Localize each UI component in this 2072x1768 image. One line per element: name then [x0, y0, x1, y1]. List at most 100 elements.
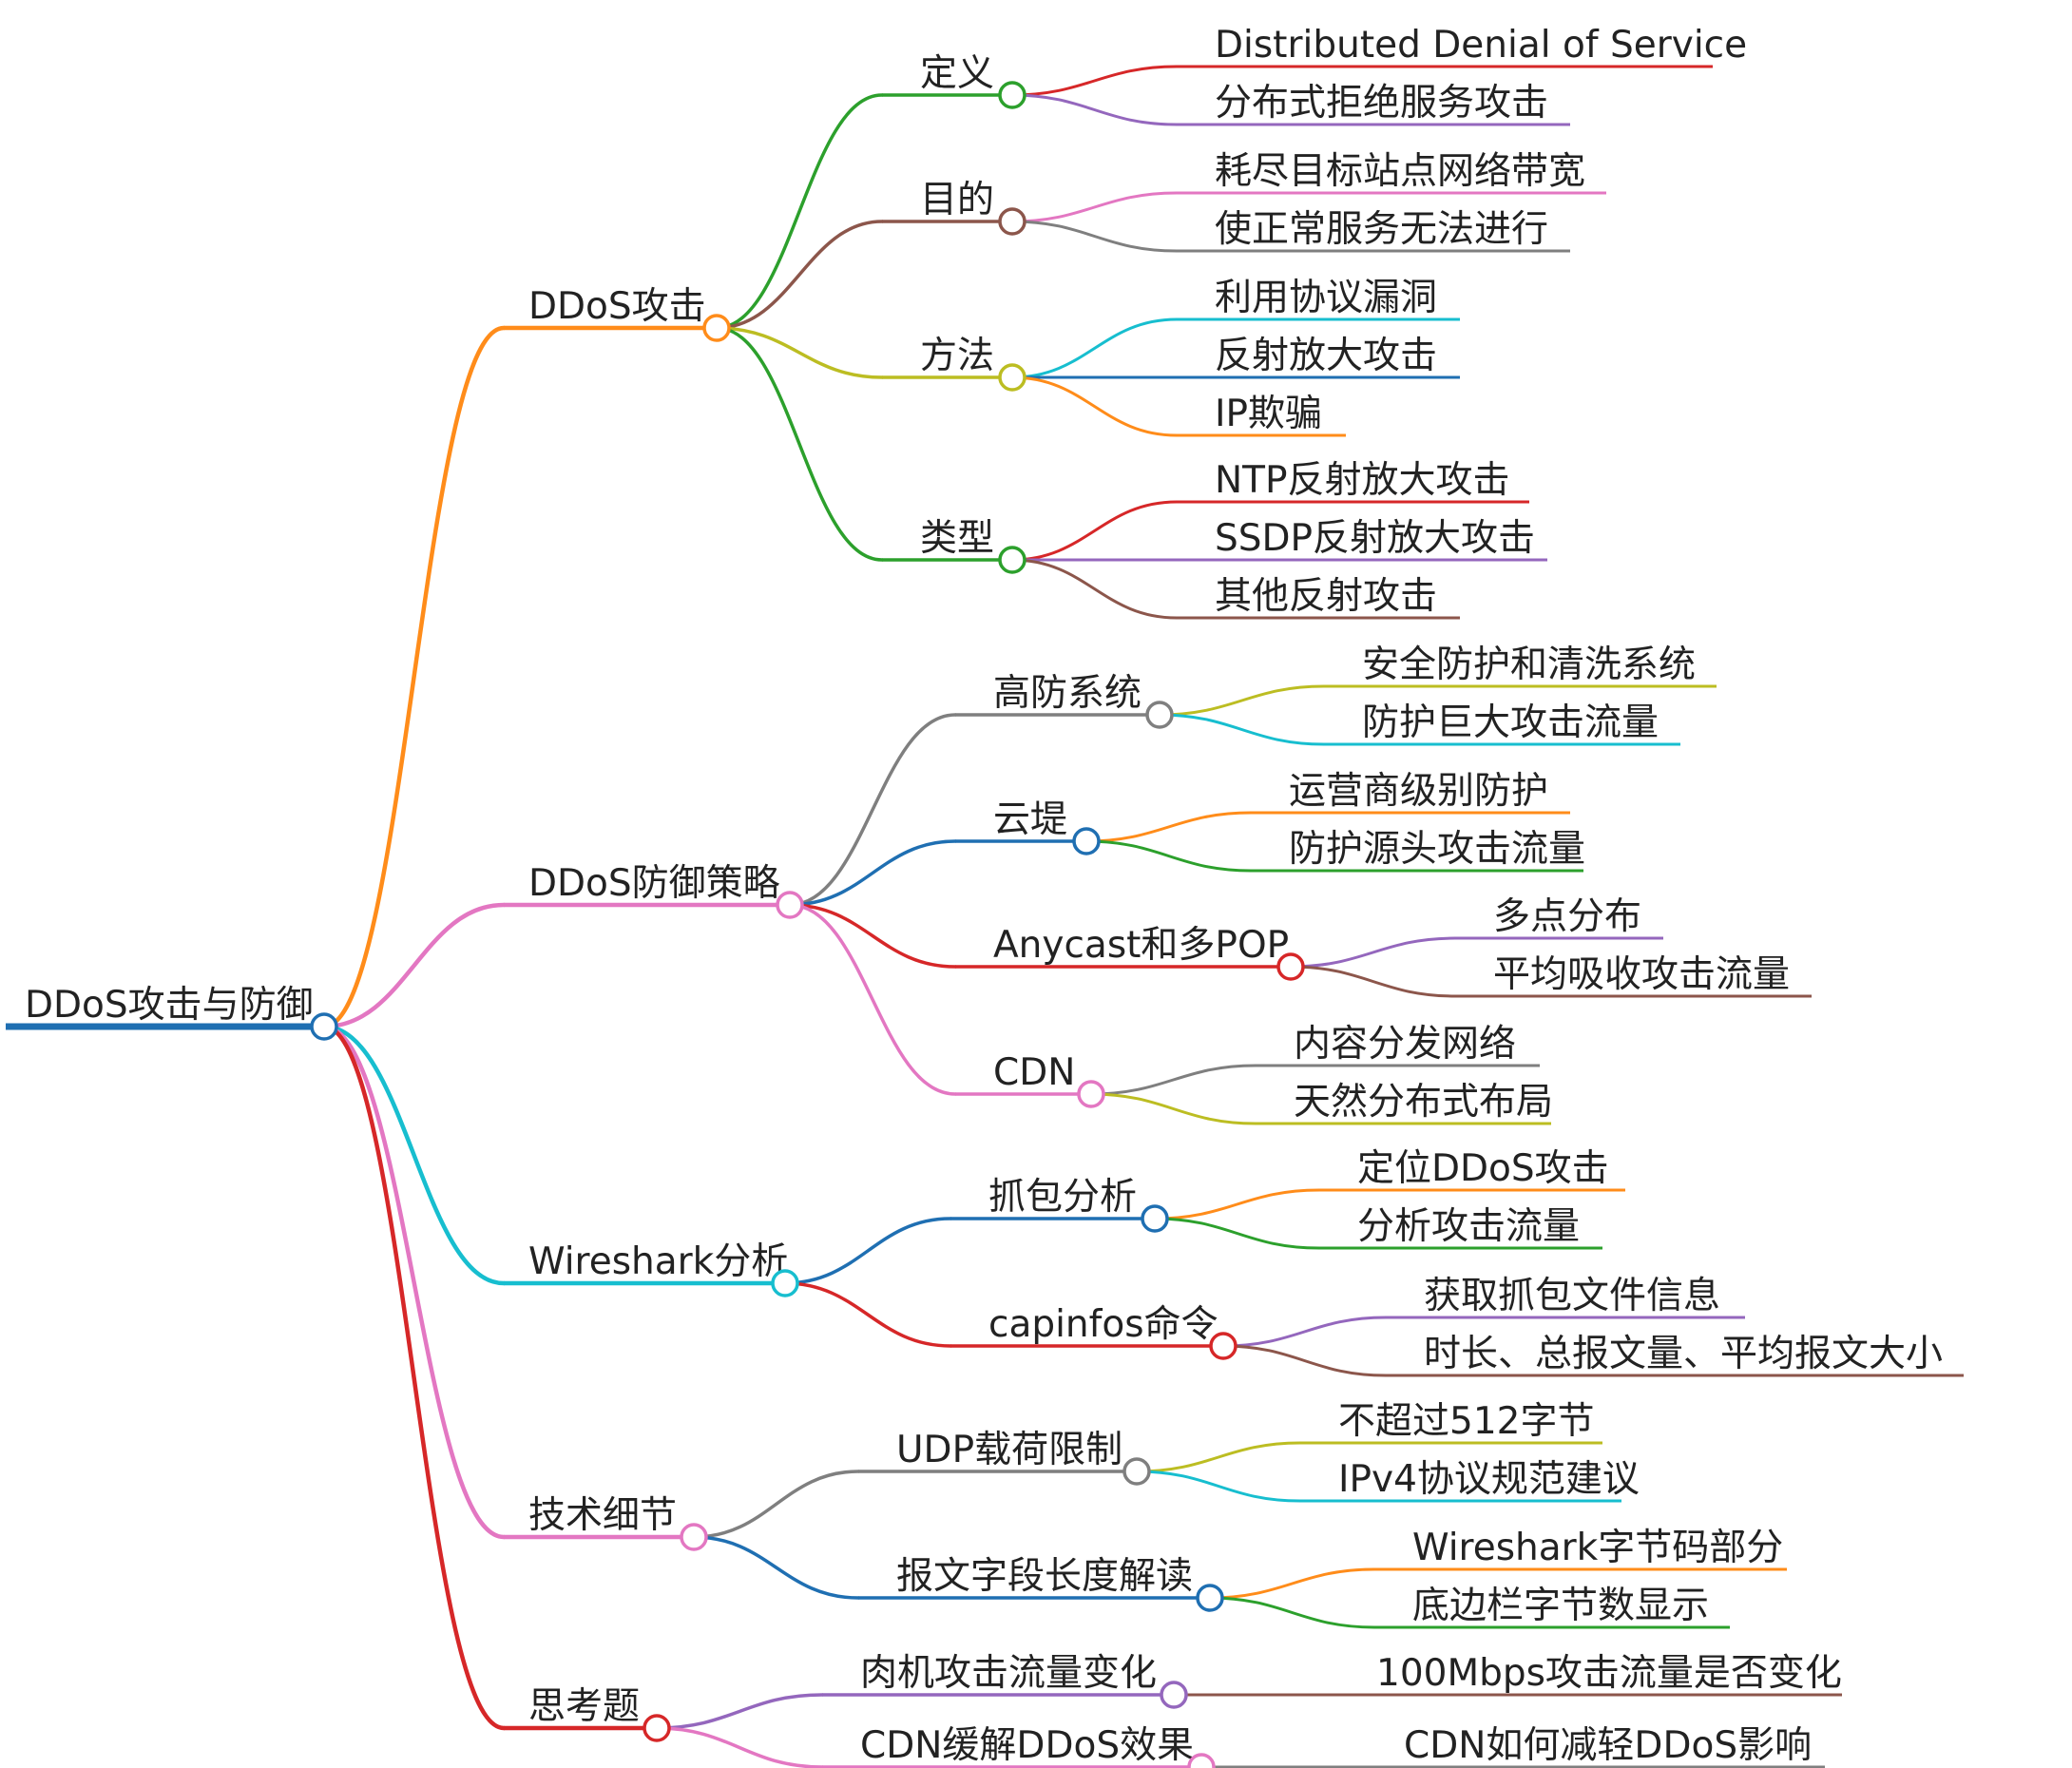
leaf-label: 利用协议漏洞	[1215, 277, 1437, 319]
branch-connector-wireshark	[321, 1024, 507, 1286]
leaf-label: IPv4协议规范建议	[1338, 1458, 1640, 1501]
leaf-connector	[1208, 1567, 1376, 1600]
leaf-label: 时长、总报文量、平均报文大小	[1424, 1333, 1943, 1375]
branch-topic-tech: 技术细节	[528, 1494, 677, 1537]
leaf-label: 运营商级别防护	[1289, 770, 1548, 813]
leaf-connector	[1084, 839, 1253, 873]
root-node[interactable]	[310, 1012, 338, 1041]
branch-connector-attack	[321, 325, 507, 1029]
leaf-label: 获取抓包文件信息	[1424, 1275, 1720, 1317]
subtopic-label: 抓包分析	[988, 1176, 1137, 1219]
subtopic-label: 肉机攻击流量变化	[860, 1652, 1157, 1695]
leaf-connector	[1221, 1316, 1388, 1348]
subtopic-connector	[655, 1726, 824, 1768]
leaf-connector	[1010, 65, 1179, 97]
subtopic-node[interactable]	[1072, 827, 1101, 855]
branch-topic-attack: DDoS攻击	[528, 285, 706, 328]
subtopic-connector	[715, 326, 884, 379]
branch-node-tech[interactable]	[680, 1523, 708, 1551]
leaf-label: 多点分布	[1493, 895, 1641, 938]
leaf-connector	[1010, 500, 1179, 562]
branch-connector-tech	[321, 1024, 507, 1540]
subtopic-connector	[788, 903, 957, 1096]
subtopic-node[interactable]	[1160, 1681, 1188, 1709]
subtopic-label: 方法	[920, 335, 994, 377]
leaf-connector	[1135, 1470, 1302, 1503]
branch-topic-defense: DDoS防御策略	[528, 862, 780, 905]
leaf-connector	[1135, 1441, 1302, 1473]
leaf-label: 防护巨大攻击流量	[1362, 701, 1659, 744]
subtopic-node[interactable]	[998, 363, 1026, 392]
branch-node-questions[interactable]	[643, 1714, 671, 1742]
branch-node-attack[interactable]	[702, 314, 731, 342]
leaf-connector	[1084, 811, 1253, 843]
leaf-label: 防护源头攻击流量	[1289, 828, 1585, 871]
branch-connector-questions	[321, 1024, 507, 1731]
subtopic-connector	[692, 1470, 860, 1539]
branch-node-defense[interactable]	[776, 891, 804, 919]
subtopic-connector	[783, 1217, 952, 1285]
branch-node-wireshark[interactable]	[771, 1269, 799, 1297]
leaf-label: 其他反射攻击	[1215, 575, 1437, 618]
subtopic-connector	[715, 93, 884, 330]
leaf-label: 内容分发网络	[1294, 1023, 1516, 1066]
leaf-connector	[1153, 1188, 1321, 1220]
leaf-connector	[1089, 1092, 1257, 1125]
subtopic-node[interactable]	[1077, 1080, 1105, 1108]
leaf-label: 天然分布式布局	[1294, 1081, 1553, 1124]
leaf-label: 反射放大攻击	[1215, 335, 1437, 377]
subtopic-node[interactable]	[998, 207, 1026, 236]
subtopic-label: 目的	[920, 179, 994, 221]
leaf-connector	[1289, 965, 1457, 998]
leaf-label: CDN如何减轻DDoS影响	[1404, 1724, 1812, 1767]
subtopic-connector	[788, 713, 957, 907]
leaf-label: 100Mbps攻击流量是否变化	[1376, 1652, 1842, 1695]
node-markers	[310, 81, 1305, 1768]
leaf-label: 平均吸收攻击流量	[1493, 953, 1790, 996]
subtopic-node[interactable]	[1145, 701, 1174, 729]
leaf-label: Wireshark字节码部分	[1412, 1527, 1783, 1569]
leaf-label: 底边栏字节数显示	[1412, 1585, 1709, 1627]
subtopic-node[interactable]	[1276, 952, 1305, 981]
subtopic-node[interactable]	[1209, 1332, 1237, 1360]
subtopic-node[interactable]	[998, 81, 1026, 109]
branch-topic-questions: 思考题	[528, 1685, 640, 1728]
leaf-connector	[1010, 375, 1179, 437]
subtopic-connector	[715, 220, 884, 330]
subtopic-label: Anycast和多POP	[993, 924, 1289, 967]
leaf-connector	[1158, 684, 1326, 717]
leaf-label: IP欺骗	[1215, 393, 1322, 435]
leaf-connector	[1010, 558, 1179, 620]
subtopic-label: 高防系统	[993, 672, 1142, 715]
subtopic-label: capinfos命令	[988, 1303, 1218, 1346]
subtopic-label: 报文字段长度解读	[896, 1555, 1193, 1598]
connector-lines	[6, 65, 1964, 1768]
leaf-label: 分布式拒绝服务攻击	[1215, 82, 1548, 125]
leaf-label: 使正常服务无法进行	[1215, 208, 1548, 251]
leaf-connector	[1153, 1217, 1321, 1250]
subtopic-node[interactable]	[1196, 1584, 1224, 1612]
root-topic: DDoS攻击与防御	[25, 984, 314, 1027]
leaf-connector	[1158, 713, 1326, 746]
subtopic-node[interactable]	[1187, 1753, 1216, 1768]
subtopic-node[interactable]	[998, 546, 1026, 574]
subtopic-label: 云堤	[993, 798, 1067, 841]
leaf-label: 安全防护和清洗系统	[1362, 644, 1696, 686]
branch-connector-defense	[321, 902, 507, 1029]
subtopic-connector	[788, 839, 957, 907]
leaf-label: SSDP反射放大攻击	[1215, 517, 1535, 560]
subtopic-label: CDN缓解DDoS效果	[860, 1724, 1194, 1767]
leaf-connector	[1208, 1596, 1376, 1629]
leaf-connector	[1010, 191, 1179, 223]
subtopic-node[interactable]	[1141, 1204, 1169, 1233]
leaf-label: NTP反射放大攻击	[1215, 459, 1510, 502]
subtopic-label: 类型	[920, 517, 994, 560]
leaf-label: 分析攻击流量	[1357, 1205, 1580, 1248]
leaf-connector	[1010, 220, 1179, 253]
leaf-connector	[1221, 1344, 1388, 1377]
subtopic-label: 定义	[920, 52, 994, 95]
leaf-connector	[1010, 93, 1179, 126]
leaf-label: 定位DDoS攻击	[1357, 1147, 1609, 1190]
subtopic-node[interactable]	[1122, 1457, 1151, 1486]
